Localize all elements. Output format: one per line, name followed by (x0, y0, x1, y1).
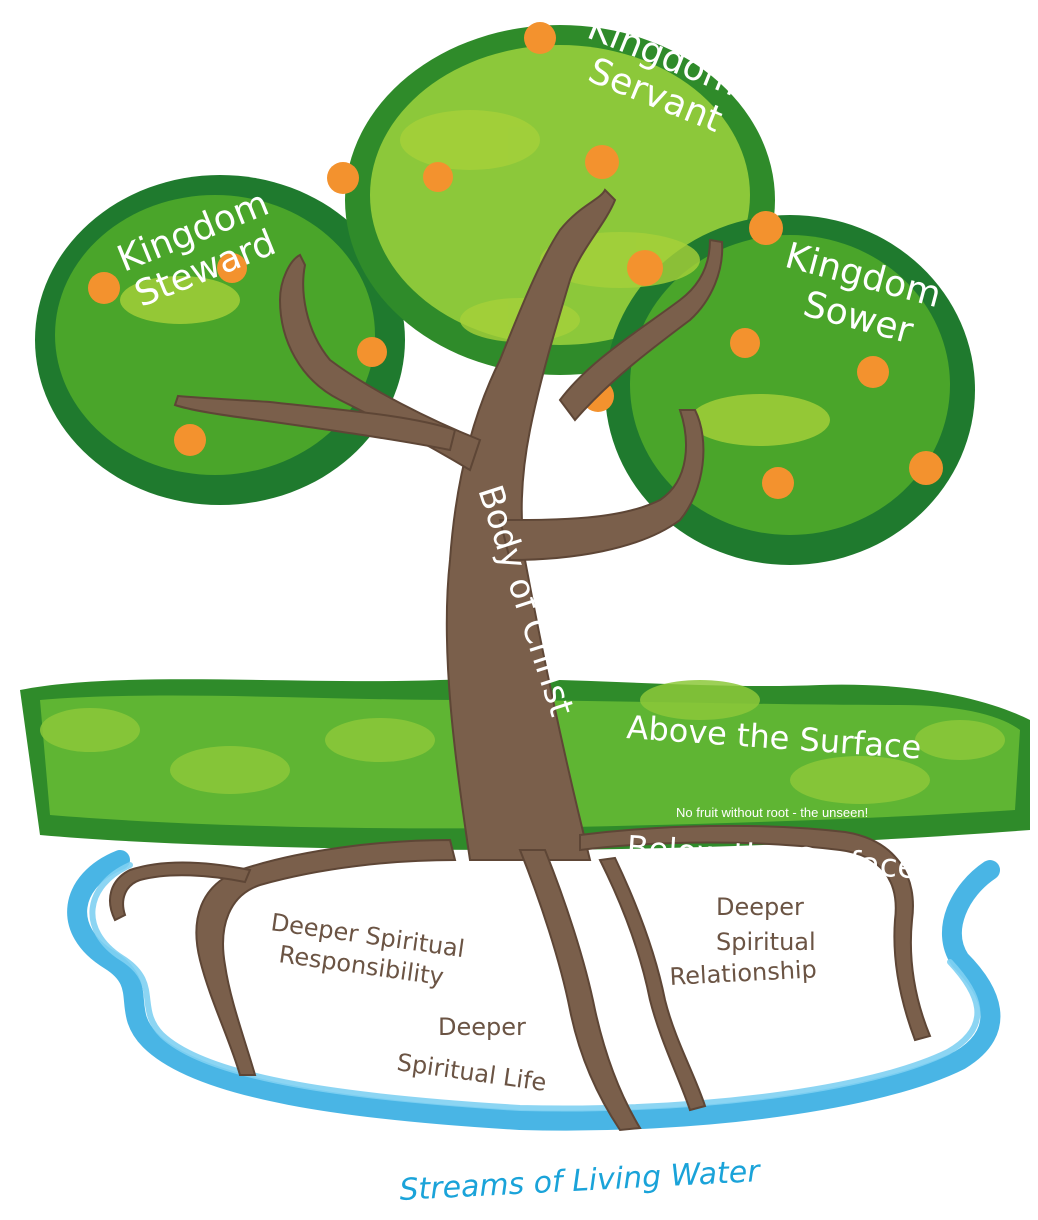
life-line2: Spiritual Life (395, 1048, 548, 1097)
relationship-line2: Spiritual (716, 928, 816, 956)
fruit-icon (217, 253, 247, 283)
fruit-icon (730, 328, 760, 358)
fruit-icon (585, 145, 619, 179)
fruit-icon (357, 337, 387, 367)
stream-label: Streams of Living Water (399, 1154, 763, 1208)
fruits (88, 22, 943, 499)
surface-note: No fruit without root - the unseen! (676, 805, 868, 820)
tree-trunk (173, 188, 724, 861)
fruit-icon (909, 451, 943, 485)
relationship-line3: Relationship (669, 955, 818, 991)
fruit-icon (88, 272, 120, 304)
fruit-icon (174, 424, 206, 456)
fruit-icon (423, 162, 453, 192)
fruit-icon (327, 162, 359, 194)
fruit-icon (749, 211, 783, 245)
relationship-line1: Deeper (716, 893, 804, 921)
tree-roots (109, 824, 932, 1132)
fruit-icon (762, 467, 794, 499)
life-line1: Deeper (438, 1013, 526, 1041)
fruit-icon (857, 356, 889, 388)
fruit-icon (627, 250, 663, 286)
root-labels: Deeper Spiritual Responsibility Deeper S… (269, 893, 817, 1097)
fruit-icon (524, 22, 556, 54)
